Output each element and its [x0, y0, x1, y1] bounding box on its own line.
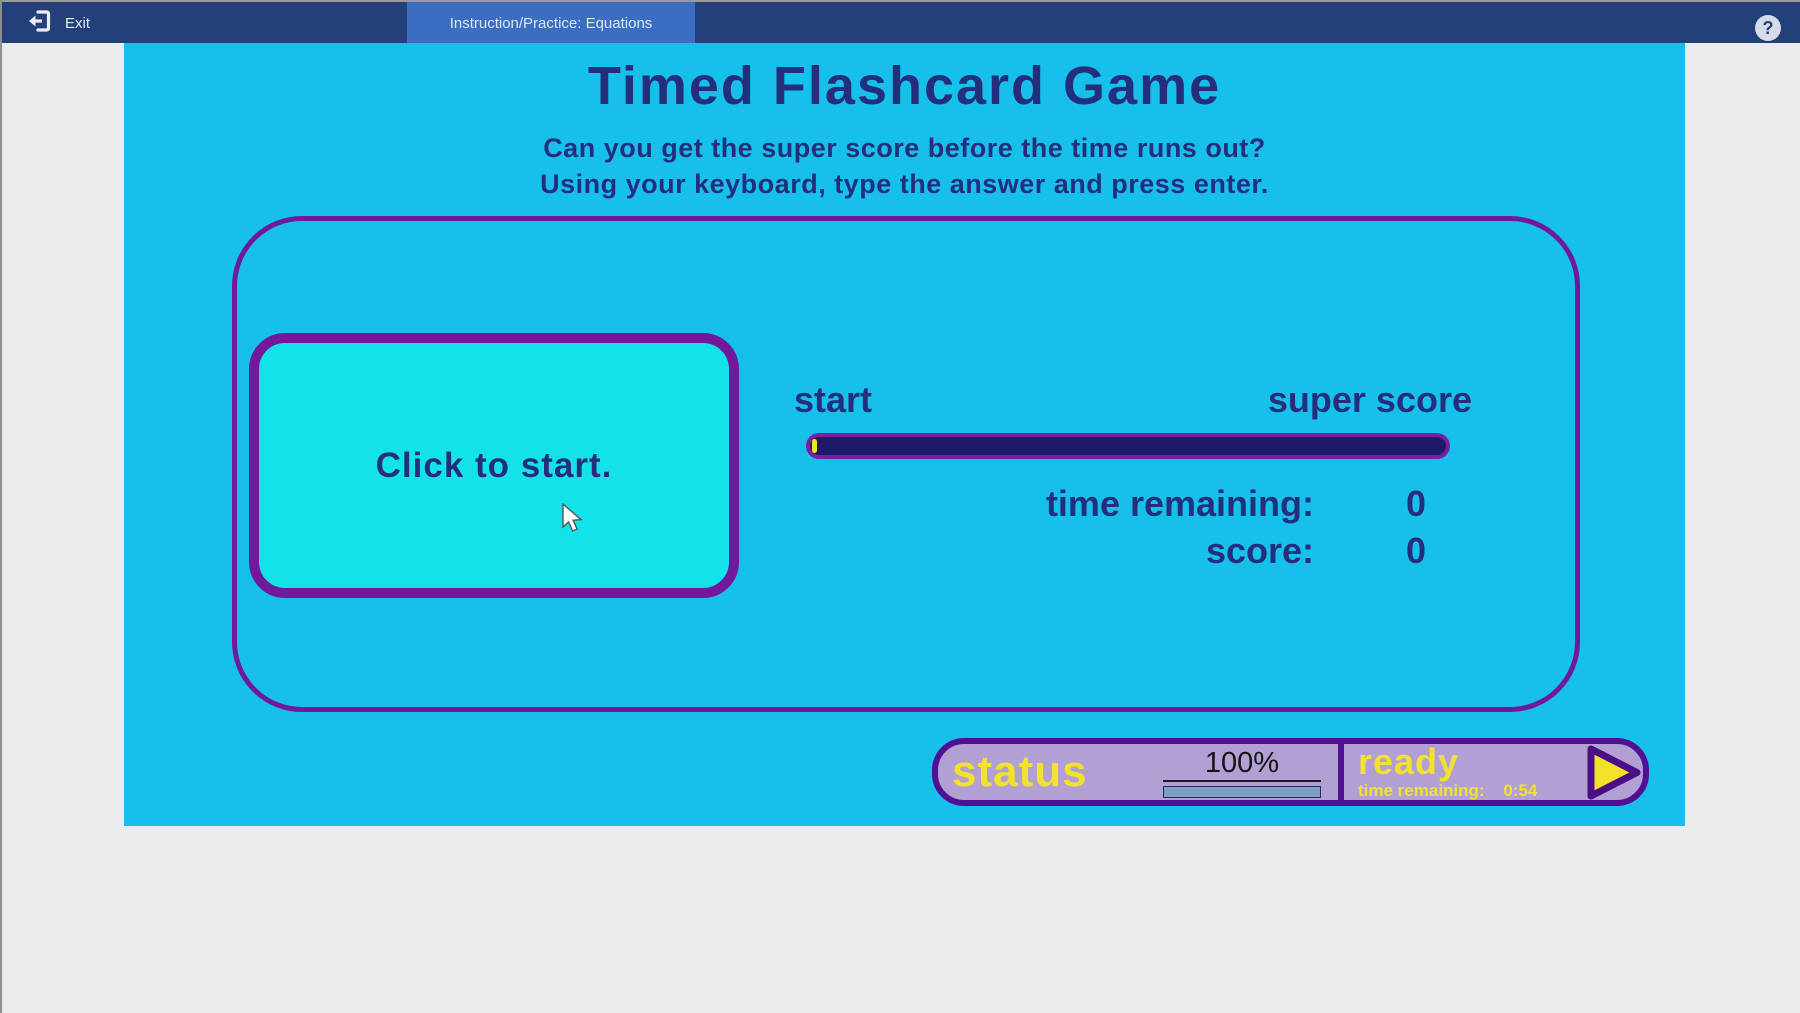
score-label: score: — [1205, 530, 1314, 571]
status-time-label: time remaining: — [1358, 781, 1485, 800]
question-mark-icon: ? — [1762, 18, 1774, 38]
loader-percent: 100% — [1163, 748, 1321, 782]
status-state: ready — [1358, 741, 1460, 782]
page-title: Timed Flashcard Game — [587, 56, 1222, 116]
tab-instruction-practice-equations[interactable]: Instruction/Practice: Equations — [407, 2, 695, 45]
exit-icon — [26, 8, 52, 39]
score-value: 0 — [1405, 530, 1427, 571]
play-button[interactable] — [1583, 742, 1645, 809]
game-frame — [232, 216, 1580, 712]
status-time-remaining: time remaining: 0:54 — [1358, 781, 1537, 801]
game-stage: Timed Flashcard Game Can you get the sup… — [124, 43, 1685, 826]
status-bar: status 100% ready time remaining: 0:54 — [932, 738, 1649, 806]
time-remaining-label: time remaining: — [1045, 483, 1314, 524]
help-button[interactable]: ? — [1755, 15, 1781, 41]
gauge-super-score-label: super score — [1267, 379, 1472, 420]
top-bar: Exit Instruction/Practice: Equations ? — [2, 0, 1800, 45]
tab-label: Instruction/Practice: Equations — [449, 15, 653, 32]
play-triangle-icon — [1587, 745, 1641, 800]
status-bar-title: status — [952, 747, 1088, 796]
status-time-value: 0:54 — [1503, 781, 1538, 800]
subtitle-line-2: Using your keyboard, type the answer and… — [540, 169, 1269, 199]
loader: 100% — [1163, 748, 1321, 798]
status-divider — [1338, 738, 1344, 806]
exit-button-label: Exit — [65, 15, 91, 32]
score-progress-indicator — [812, 439, 817, 453]
loader-progress-bar — [1163, 786, 1321, 798]
score-progress-gauge — [806, 433, 1450, 459]
exit-button[interactable]: Exit — [26, 2, 90, 45]
subtitle-line-1: Can you get the super score before the t… — [543, 133, 1266, 163]
gauge-start-label: start — [794, 379, 873, 420]
flashcard-start-button[interactable]: Click to start. — [249, 333, 739, 598]
mouse-cursor-icon — [561, 502, 587, 538]
time-remaining-value: 0 — [1405, 483, 1427, 524]
flashcard-label: Click to start. — [375, 445, 613, 485]
